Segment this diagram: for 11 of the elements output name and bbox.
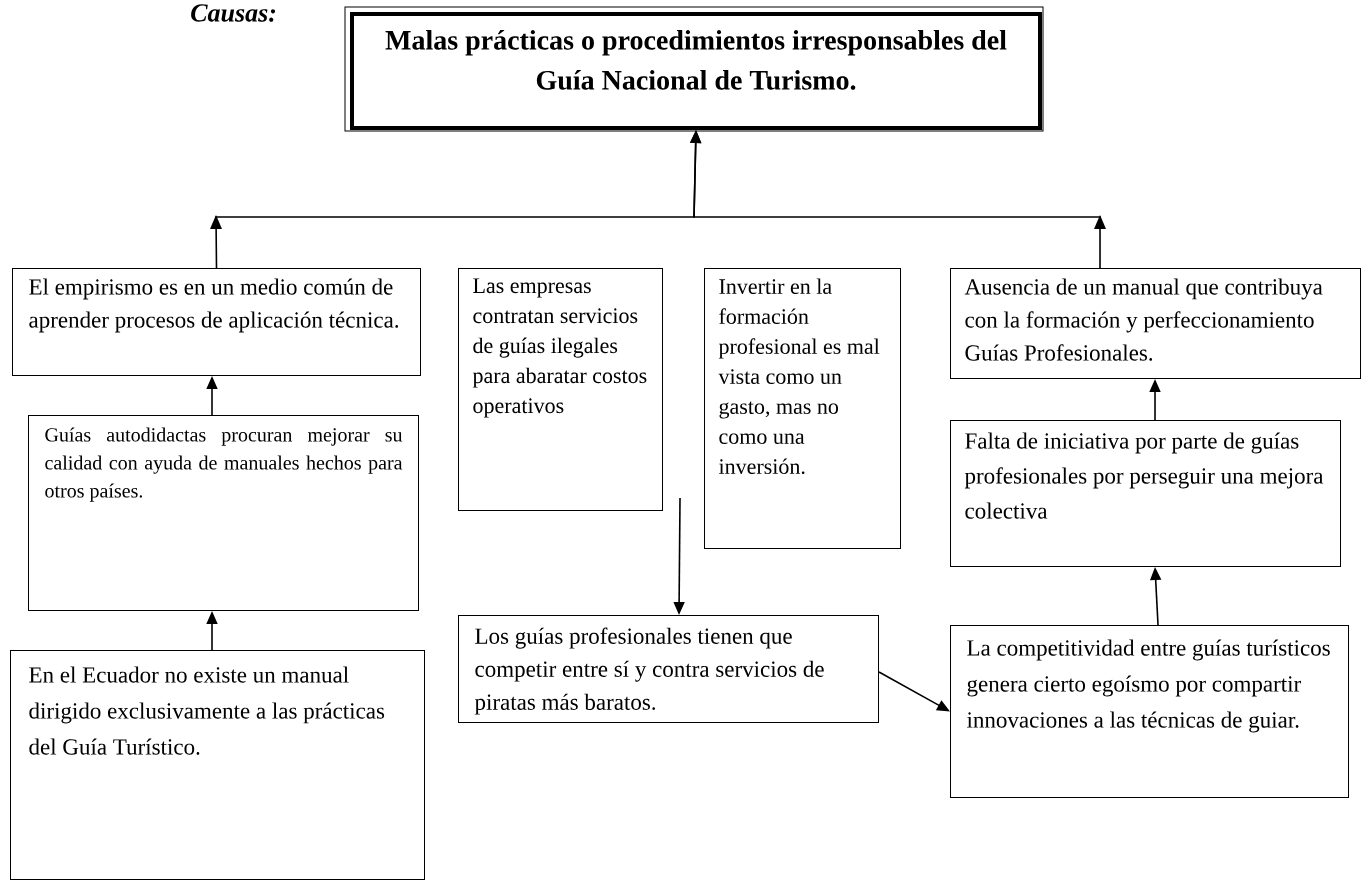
cause-box: La competitividad entre guías turísticos genera cierto egoísmo por compartir innovaciones a las técnicas de guiar. (950, 625, 1349, 798)
cause-box: Falta de iniciativa por parte de guías profesionales por perseguir una mejora colectiva (950, 420, 1341, 567)
cause-box: Guías autodidactas procuran mejorar su calidad con ayuda de manuales hechos para otros países. (28, 415, 419, 611)
cause-box: Las empresas contratan servicios de guías ilegales para abaratar costos operativos (458, 268, 663, 511)
cause-box: En el Ecuador no existe un manual dirigido exclusivamente a las prácticas del Guía Turístico. (10, 650, 425, 880)
cause-box: Ausencia de un manual que contribuya con la formación y perfeccionamiento Guías Profesionales. (950, 268, 1361, 379)
heading-label: Causas: (191, 4, 276, 22)
title-box: Malas prácticas o procedimientos irresponsables del Guía Nacional de Turismo. (344, 6, 1044, 132)
cause-box: Los guías profesionales tienen que competir entre sí y contra servicios de piratas más baratos. (458, 615, 879, 723)
cause-box: El empirismo es en un medio común de aprender procesos de aplicación técnica. (12, 268, 421, 376)
cause-box: Invertir en la formación profesional es mal vista como un gasto, mas no como una inversión. (704, 268, 901, 549)
